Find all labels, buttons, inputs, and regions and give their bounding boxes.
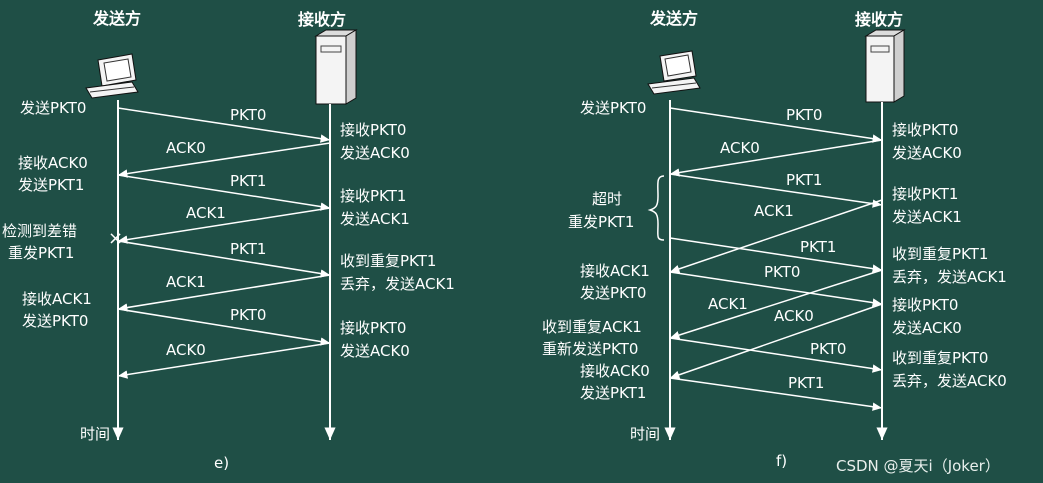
panel-f-sender-title: 发送方	[650, 9, 699, 28]
panel-e-note-recv-ack1: 接收ACK1	[22, 290, 92, 308]
panel-f-note-dup-ack1: 收到重复ACK1	[542, 318, 642, 336]
panel-f-msg-ack0-arrow	[669, 139, 883, 177]
panel-e-note-dup-pkt1: 收到重复PKT1	[340, 252, 437, 270]
panel-e-note-recv-ack0: 接收ACK0	[18, 154, 88, 172]
panel-e-error-mark: ×	[108, 228, 124, 249]
panel-e-msg-label-pkt0: PKT0	[230, 106, 267, 124]
panel-f-server-icon	[864, 29, 906, 103]
panel-e-msg-ack0-arrow	[117, 142, 331, 178]
panel-f-msg-ack1-arrow	[669, 199, 883, 273]
panel-f-caption: f)	[776, 452, 788, 470]
panel-e-note-send-ack1: 发送ACK1	[340, 210, 410, 228]
panel-e-computer-icon	[85, 53, 139, 99]
panel-f-receiver-title: 接收方	[855, 10, 904, 29]
panel-f-note-recv-pkt0-2: 接收PKT0	[892, 296, 959, 314]
panel-f-msg-label-pkt1: PKT1	[786, 171, 823, 189]
panel-f-msg-label-pkt1-2: PKT1	[788, 374, 825, 392]
panel-e-msg-ack1-second-arrow	[117, 274, 331, 312]
panel-e-msg-label-ack0-2: ACK0	[166, 341, 206, 359]
panel-e-msg-label-pkt1: PKT1	[230, 172, 267, 190]
panel-e-server-icon	[314, 29, 358, 105]
panel-e-note-recv-pkt0-2: 接收PKT0	[340, 319, 407, 337]
panel-e-msg-label-ack1: ACK1	[186, 204, 226, 222]
panel-f-note-timeout: 超时	[592, 190, 623, 208]
panel-f-note-send-ack0-2: 发送ACK0	[892, 319, 962, 337]
panel-f-msg-label-pkt0-2: PKT0	[764, 263, 801, 281]
panel-e-note-error-detected: 检测到差错	[2, 222, 78, 240]
panel-f-msg-pkt0-arrow	[669, 107, 883, 143]
panel-f-msg-pkt1-resend-arrow	[669, 237, 883, 273]
panel-f-msg-pkt0-resend-arrow	[669, 337, 883, 373]
panel-f-msg-label-ack1-2: ACK1	[708, 295, 748, 313]
panel-f-msg-label-ack0-2: ACK0	[774, 307, 814, 325]
panel-f-timeout-brace	[647, 175, 665, 241]
panel-f-msg-pkt0-arrow-2	[669, 271, 883, 307]
panel-f-msg-label-pkt1-2: PKT1	[800, 238, 837, 256]
panel-e-msg-pkt1-arrow	[117, 174, 331, 211]
panel-f-note-recv-ack0: 接收ACK0	[580, 362, 650, 380]
panel-e-msg-pkt0-arrow	[117, 107, 331, 143]
panel-e-note-send-ack0: 发送ACK0	[340, 144, 410, 162]
panel-f-note-resend-pkt1: 重发PKT1	[568, 213, 635, 231]
panel-f-note-dup-pkt0: 收到重复PKT0	[892, 349, 989, 367]
panel-f-note-send-ack0: 发送ACK0	[892, 144, 962, 162]
panel-f-note-send-pkt1: 发送PKT1	[580, 384, 647, 402]
panel-e-note-discard-ack1: 丢弃，发送ACK1	[340, 275, 455, 293]
panel-e-note-send-pkt0-2: 发送PKT0	[22, 312, 89, 330]
panel-f-note-discard-ack0: 丢弃，发送ACK0	[892, 372, 1007, 390]
panel-f-msg-pkt1-second-arrow	[669, 377, 883, 411]
watermark: CSDN @夏天i（Joker）	[836, 457, 1000, 475]
panel-e-msg-pkt1-resend-arrow	[117, 240, 331, 278]
panel-f-note-resend-pkt0: 重新发送PKT0	[542, 340, 639, 358]
panel-f-time-label: 时间	[630, 425, 661, 443]
panel-f-note-send-ack1: 发送ACK1	[892, 208, 962, 226]
panel-f-note-send-pkt0-2: 发送PKT0	[580, 284, 647, 302]
panel-e-note-send-pkt0: 发送PKT0	[20, 99, 87, 117]
panel-f-note-recv-pkt0: 接收PKT0	[892, 121, 959, 139]
panel-f-msg-label-pkt0-3: PKT0	[810, 340, 847, 358]
panel-e-sender-title: 发送方	[93, 9, 142, 28]
panel-f-msg-ack0-arrow-2	[669, 303, 883, 379]
panel-e-msg-label-pkt0-2: PKT0	[230, 306, 267, 324]
panel-e-msg-label-ack1-2: ACK1	[166, 273, 206, 291]
panel-e-msg-ack0-second-arrow	[117, 342, 331, 379]
panel-e-note-send-ack0-2: 发送ACK0	[340, 342, 410, 360]
panel-f-msg-label-pkt0: PKT0	[786, 106, 823, 124]
panel-e-caption: e)	[214, 454, 230, 472]
panel-f-note-dup-pkt1: 收到重复PKT1	[892, 245, 989, 263]
panel-e-msg-label-ack0: ACK0	[166, 139, 206, 157]
panel-f-msg-label-ack1: ACK1	[754, 202, 794, 220]
panel-e-note-send-pkt1: 发送PKT1	[18, 176, 85, 194]
panel-e-msg-label-pkt1-2: PKT1	[230, 240, 267, 258]
panel-f-note-send-pkt0: 发送PKT0	[580, 99, 647, 117]
panel-f-msg-ack1-dup-arrow	[669, 269, 883, 340]
panel-f-msg-pkt1-arrow	[669, 173, 883, 208]
panel-f-note-discard-ack1: 丢弃，发送ACK1	[892, 268, 1007, 286]
panel-f-note-recv-pkt1: 接收PKT1	[892, 185, 959, 203]
panel-e-msg-ack1-arrow	[117, 207, 331, 244]
panel-e-time-label: 时间	[80, 425, 111, 443]
panel-e-note-recv-pkt0: 接收PKT0	[340, 121, 407, 139]
panel-e-note-recv-pkt1: 接收PKT1	[340, 187, 407, 205]
panel-f-note-recv-ack1: 接收ACK1	[580, 262, 650, 280]
panel-e-note-resend-pkt1: 重发PKT1	[8, 244, 75, 262]
panel-f-msg-label-ack0: ACK0	[720, 139, 760, 157]
panel-e-receiver-title: 接收方	[298, 10, 347, 29]
panel-e-msg-pkt0-second-arrow	[117, 308, 331, 346]
panel-f-computer-icon	[647, 50, 701, 95]
